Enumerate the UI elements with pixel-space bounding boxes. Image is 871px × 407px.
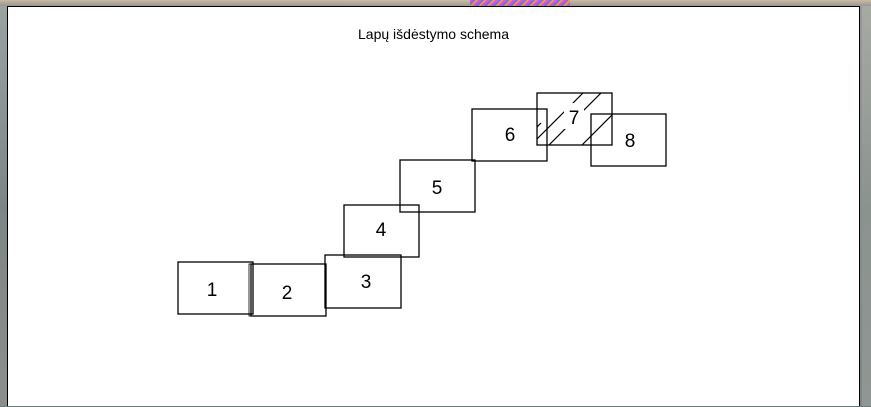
sheet-4-label: 4 <box>376 220 387 241</box>
sheet-3[interactable]: 3 <box>325 255 401 308</box>
sheet-layout-diagram: 1 2 3 4 5 6 <box>8 7 861 407</box>
sheet-6-label: 6 <box>505 125 516 146</box>
sheet-4[interactable]: 4 <box>344 205 419 257</box>
sheet-5-label: 5 <box>432 178 443 199</box>
sheet-8[interactable]: 8 <box>591 114 666 166</box>
sheet-1[interactable]: 1 <box>178 262 253 314</box>
sheet-1-label: 1 <box>207 280 218 301</box>
sheet-2-label: 2 <box>282 283 293 304</box>
sheet-7[interactable]: 7 <box>519 93 634 145</box>
sheet-layout-panel: Lapų išdėstymo schema 1 2 3 4 5 <box>7 6 860 406</box>
sheet-6[interactable]: 6 <box>472 109 547 161</box>
sheet-5[interactable]: 5 <box>400 160 475 212</box>
background-right-strip <box>862 6 871 406</box>
sheet-2[interactable]: 2 <box>249 264 326 316</box>
sheet-3-label: 3 <box>361 272 372 293</box>
sheet-7-label: 7 <box>569 108 580 129</box>
sheet-8-label: 8 <box>625 131 636 152</box>
